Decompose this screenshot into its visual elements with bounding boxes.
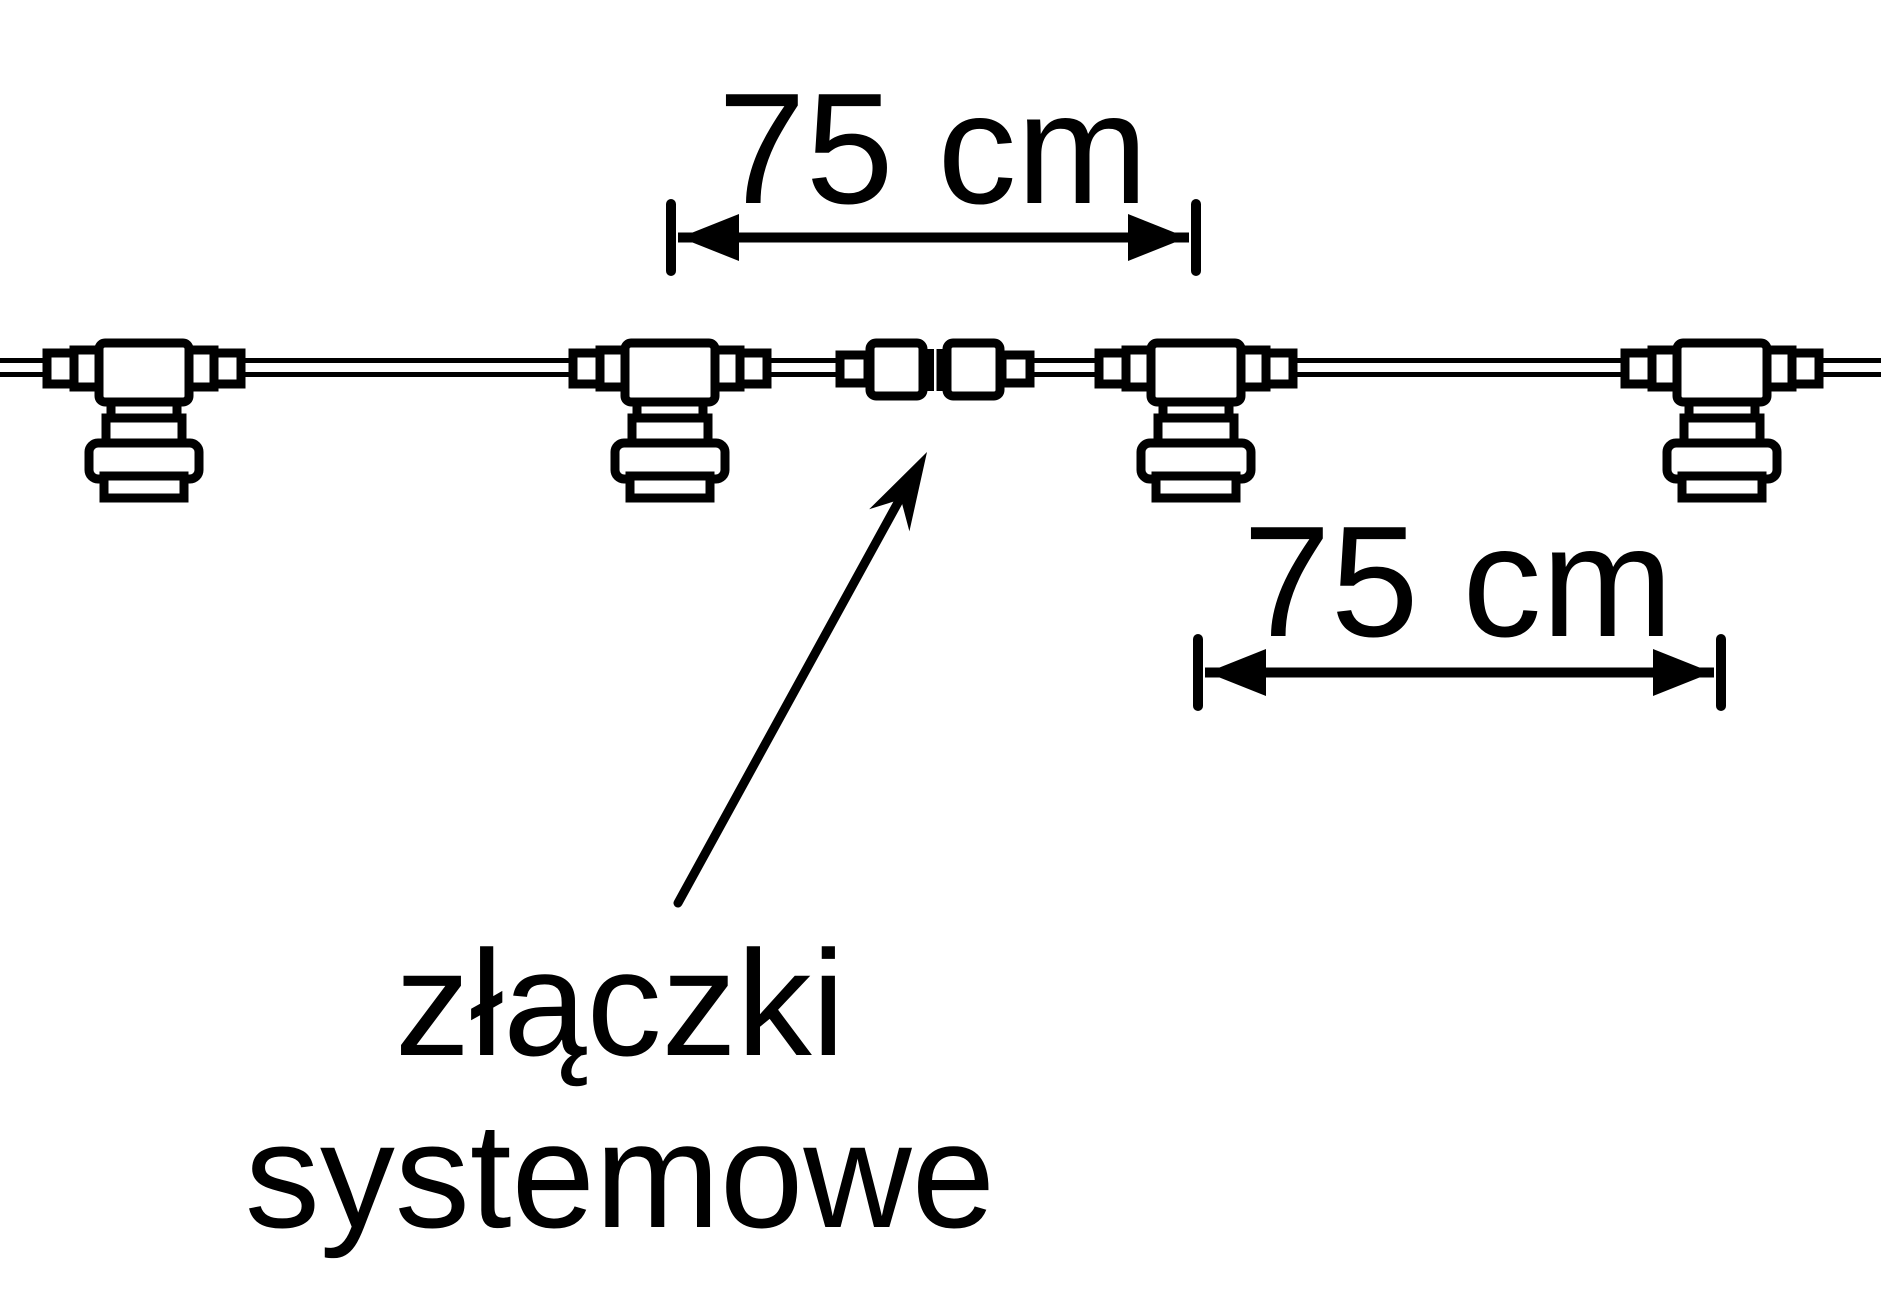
- lamp-socket-2: [573, 343, 767, 498]
- dimension-bottom: 75 cm: [1193, 494, 1726, 711]
- dimension-bottom-label: 75 cm: [1243, 494, 1673, 670]
- dimension-top-arrowhead-left: [680, 214, 739, 261]
- dimension-top: 75 cm: [666, 61, 1201, 276]
- lamp-socket-1: [47, 343, 241, 498]
- system-connectors: [835, 338, 1035, 401]
- connector-left-body: [865, 338, 928, 401]
- connector-left-collar: [835, 350, 873, 388]
- callout-arrowhead: [869, 452, 927, 532]
- connector-right-collar: [997, 350, 1035, 388]
- dimension-bottom-arrowhead-left: [1207, 649, 1266, 696]
- connector-mating-face-right: [936, 349, 946, 391]
- dimension-top-arrowhead-right: [1128, 214, 1187, 261]
- connector-mating-face-left: [925, 349, 934, 391]
- connector-right-body: [942, 338, 1005, 401]
- callout-arrow-shaft: [673, 492, 906, 908]
- dimension-bottom-arrowhead-right: [1653, 649, 1712, 696]
- callout-label: złączki systemowe: [245, 919, 995, 1259]
- dimension-top-label: 75 cm: [718, 61, 1148, 237]
- callout-label-line2: systemowe: [245, 1091, 995, 1259]
- callout-label-line1: złączki: [395, 919, 845, 1087]
- lamp-socket-4: [1625, 343, 1819, 498]
- lamp-socket-3: [1099, 343, 1293, 498]
- callout-arrow: [673, 452, 927, 908]
